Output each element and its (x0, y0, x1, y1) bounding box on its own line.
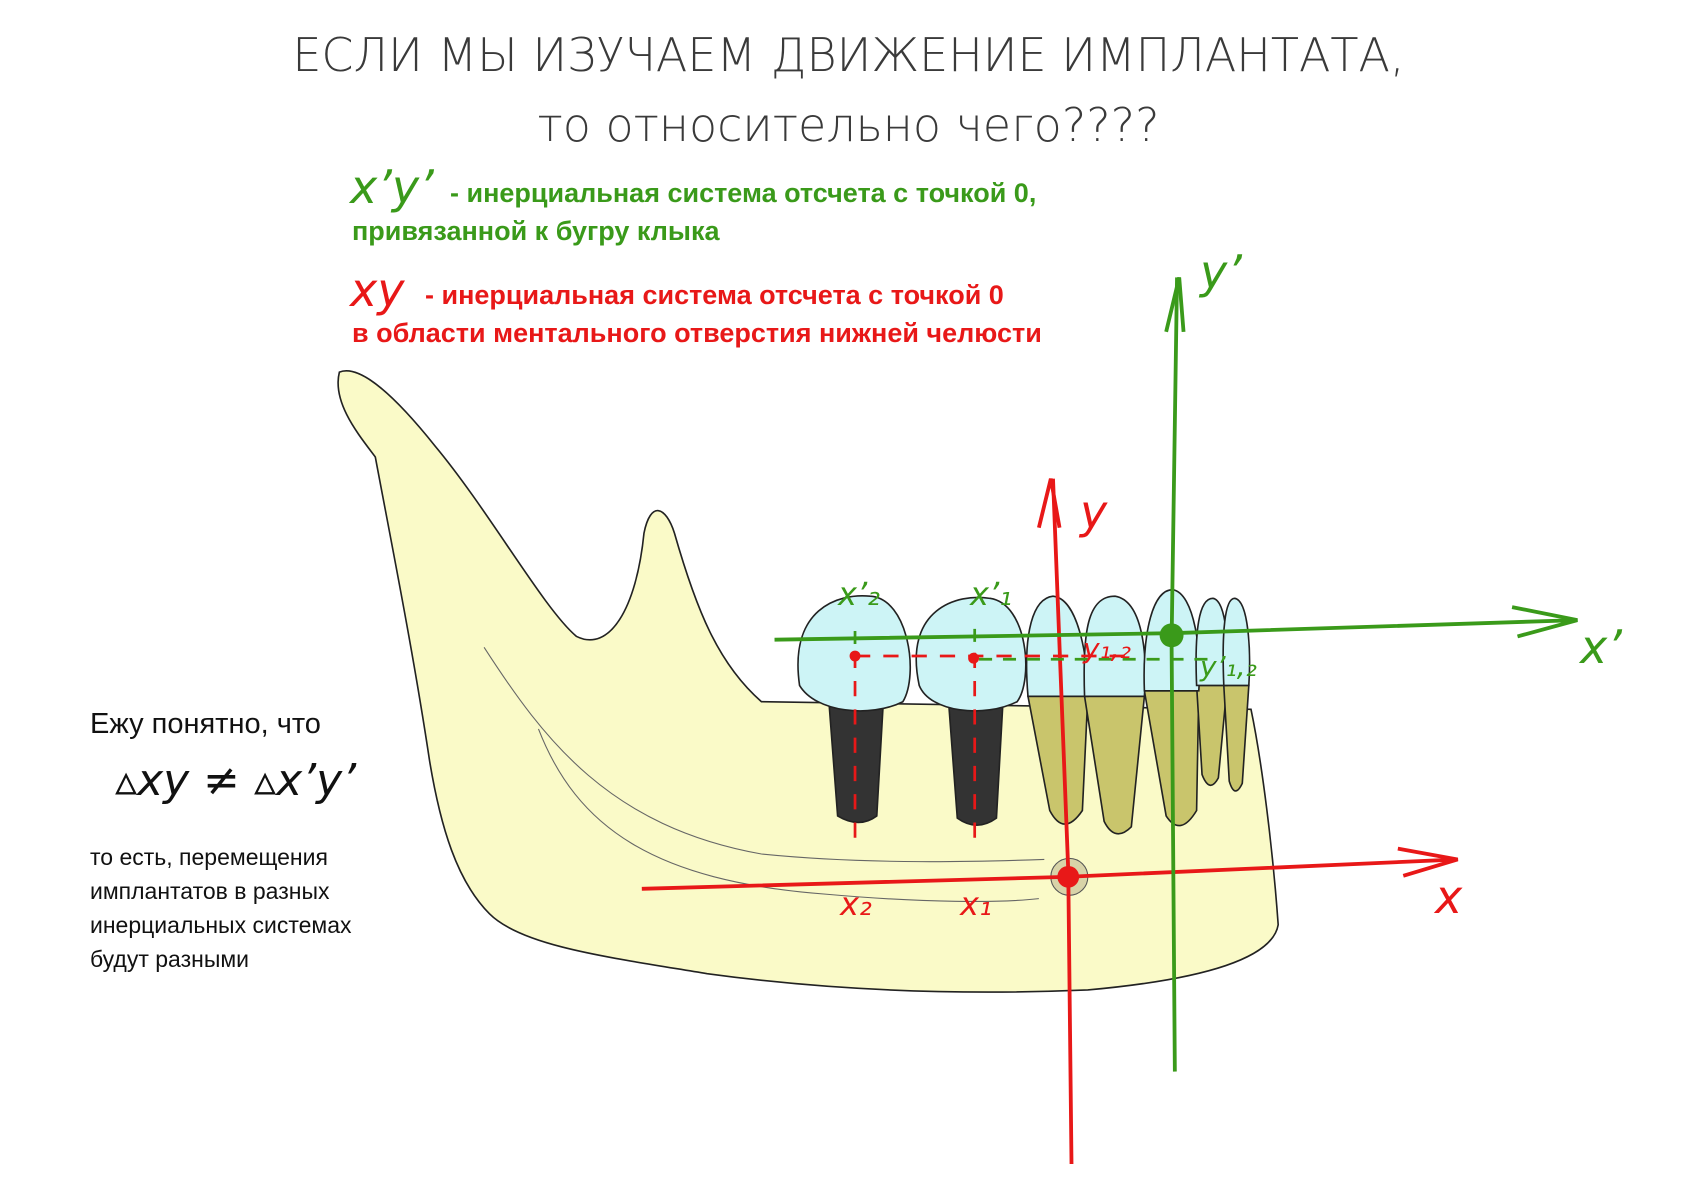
natural-teeth (1025, 588, 1251, 835)
title-line-1: ЕСЛИ МЫ ИЗУЧАЕМ ДВИЖЕНИЕ ИМПЛАНТАТА, (292, 28, 1405, 82)
legend-red-line-2: в области ментального отверстия нижней ч… (352, 318, 1042, 348)
label-x2-prime: x’₂ (838, 575, 880, 613)
label-x: x (1435, 870, 1463, 924)
note-heading: Ежу понятно, что (90, 708, 321, 740)
nerve-canal-line (537, 728, 1039, 903)
label-x-prime: x’ (1580, 620, 1622, 674)
note-body: то есть, перемещения имплантатов в разны… (90, 844, 352, 972)
label-x1: x₁ (960, 885, 992, 923)
label-y-prime: y’ (1200, 245, 1242, 299)
label-y: y (1080, 485, 1108, 539)
legend-green-line-1: - инерциальная система отсчета с точкой … (450, 178, 1037, 208)
label-y12-prime: y’₁,₂ (1200, 650, 1257, 683)
label-x2: x₂ (840, 885, 872, 923)
mandible (337, 370, 1280, 993)
legend-red-symbol: xy (350, 263, 405, 317)
title-line-2: то относительно чего???? (537, 98, 1160, 152)
xprime-yprime-origin-dot (1159, 623, 1184, 648)
legend-green-line-2: привязанной к бугру клыка (352, 216, 720, 246)
implant-1-point (849, 650, 861, 662)
legend-green-symbol: x’y’ (350, 160, 434, 214)
label-x1-prime: x’₁ (970, 575, 1012, 613)
note-formula: ▵xy ≠ ▵x’y’ (115, 755, 357, 806)
implant-2-point (968, 652, 980, 664)
nerve-canal-line (483, 647, 1045, 863)
label-y12: y₁,₂ (1083, 632, 1131, 665)
legend-red-line-1: - инерциальная система отсчета с точкой … (425, 280, 1004, 310)
xy-origin-dot (1057, 865, 1080, 888)
